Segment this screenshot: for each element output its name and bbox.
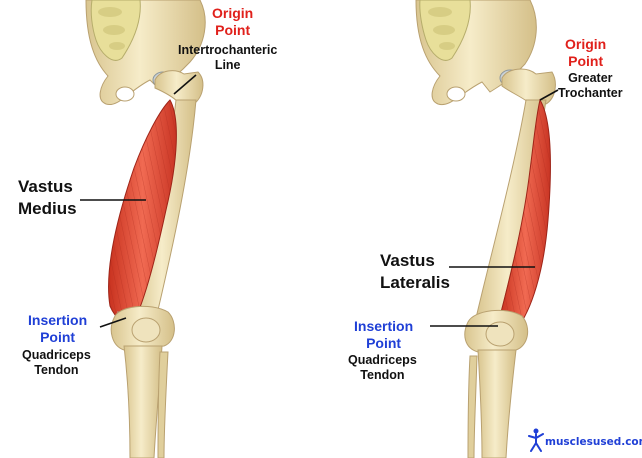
watermark-text[interactable]: musclesused.com: [545, 436, 642, 448]
left-tibia: [124, 346, 162, 458]
right-femur-head: [502, 69, 555, 104]
right-leg-illustration: [416, 0, 555, 458]
stick-figure-logo-icon: [527, 428, 545, 452]
right-tibia: [478, 350, 516, 458]
